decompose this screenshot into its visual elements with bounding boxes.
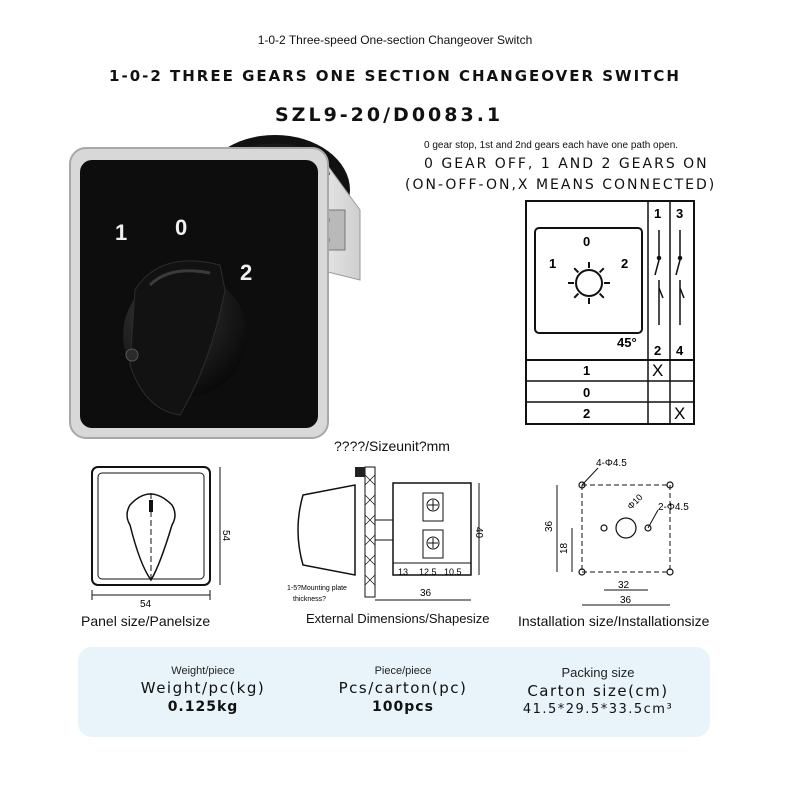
spec-packing-value: 41.5*29.5*33.5cm³ [522, 702, 674, 717]
installation-caption: Installation size/Installationsize [518, 613, 710, 629]
spec-weight-small: Weight/piece [171, 665, 235, 677]
mounting-plate-label: 1-5?Mounting plate [287, 585, 347, 592]
panel-caption: Panel size/Panelsize [81, 613, 211, 629]
spec-weight-label: Weight/pc(kg) [140, 679, 266, 697]
external-caption: External Dimensions/Shapesize [306, 611, 490, 626]
dial-label-0: 0 [175, 215, 187, 240]
product-photo: 1 2 1 0 2 [69, 135, 361, 439]
inst-dim-36-vertical: 36 [544, 520, 555, 532]
contact-symbols [654, 230, 685, 325]
page-subtitle: 1-0-2 Three-speed One-section Changeover… [257, 33, 533, 47]
mounting-holes [578, 481, 674, 576]
external-dimensions-drawing: 13 12.5 10.5 36 40 1-5?Mounting plate th… [287, 466, 484, 603]
dial-label-2: 2 [240, 260, 252, 285]
description-line2: (ON-OFF-ON,X MEANS CONNECTED) [405, 177, 717, 193]
panel-dim-height: 54 [220, 530, 231, 542]
terminal-4: 4 [676, 343, 684, 358]
wd-row-2-pos: 2 [583, 406, 590, 421]
ext-dim-12-5: 12.5 [419, 567, 437, 577]
wd-row-2-col2: X [674, 404, 685, 423]
spec-pieces-small: Piece/piece [374, 665, 432, 677]
page-title: 1-0-2 THREE GEARS ONE SECTION CHANGEOVER… [109, 67, 681, 85]
ext-dim-13: 13 [398, 567, 408, 577]
wd-row-1-pos: 1 [583, 363, 590, 378]
spec-pieces: Piece/piece Pcs/carton(pc) 100pcs [303, 665, 503, 715]
ext-dim-36: 36 [420, 588, 432, 599]
spec-packing: Packing size Carton size(cm) 41.5*29.5*3… [488, 665, 708, 717]
description-line1: 0 GEAR OFF, 1 AND 2 GEARS ON [424, 156, 709, 172]
terminal-1: 1 [654, 206, 661, 221]
inst-dim-36-horizontal: 36 [620, 595, 632, 606]
wd-dial-top: 0 [583, 234, 590, 249]
size-unit-label: ????/Sizeunit?mm [334, 438, 450, 454]
dial-gear-icon [568, 262, 610, 304]
wd-dial-left: 1 [549, 256, 556, 271]
inst-dim-32: 32 [618, 580, 630, 591]
installation-drawing: 4-Φ4.5 Φ10 2-Φ4.5 36 18 32 36 [544, 458, 689, 606]
panel-dim-width: 54 [140, 599, 152, 610]
spec-packing-small: Packing size [561, 665, 635, 680]
terminal-3: 3 [676, 206, 683, 221]
dial-label-1: 1 [115, 220, 127, 245]
inst-dim-18: 18 [559, 542, 570, 554]
inst-holes-2: 2-Φ4.5 [658, 502, 689, 513]
inst-holes-4: 4-Φ4.5 [596, 458, 627, 469]
wiring-diagram: 0 1 2 45° 1 3 2 4 1 X 0 2 X [525, 200, 695, 425]
spec-pieces-label: Pcs/carton(pc) [338, 679, 468, 697]
spec-packing-label: Carton size(cm) [527, 682, 669, 700]
panel-size-drawing: 54 54 [91, 466, 231, 610]
ext-dim-40: 40 [473, 527, 484, 539]
spec-weight-value: 0.125kg [167, 699, 239, 715]
ext-dim-10-5: 10.5 [444, 567, 462, 577]
model-number: SZL9-20/D0083.1 [275, 104, 504, 126]
wd-row-1-col1: X [652, 361, 663, 380]
mounting-plate-thickness: thickness? [293, 596, 326, 603]
wd-dial-right: 2 [621, 256, 628, 271]
spec-panel: Weight/piece Weight/pc(kg) 0.125kg Piece… [78, 647, 710, 737]
rotary-knob[interactable] [123, 260, 247, 416]
inst-center-hole: Φ10 [625, 492, 644, 511]
wd-angle: 45° [617, 335, 637, 350]
spec-pieces-value: 100pcs [372, 699, 434, 715]
description-small: 0 gear stop, 1st and 2nd gears each have… [424, 140, 679, 151]
spec-weight: Weight/piece Weight/pc(kg) 0.125kg [103, 665, 303, 715]
terminal-2: 2 [654, 343, 661, 358]
wd-row-0-pos: 0 [583, 385, 590, 400]
